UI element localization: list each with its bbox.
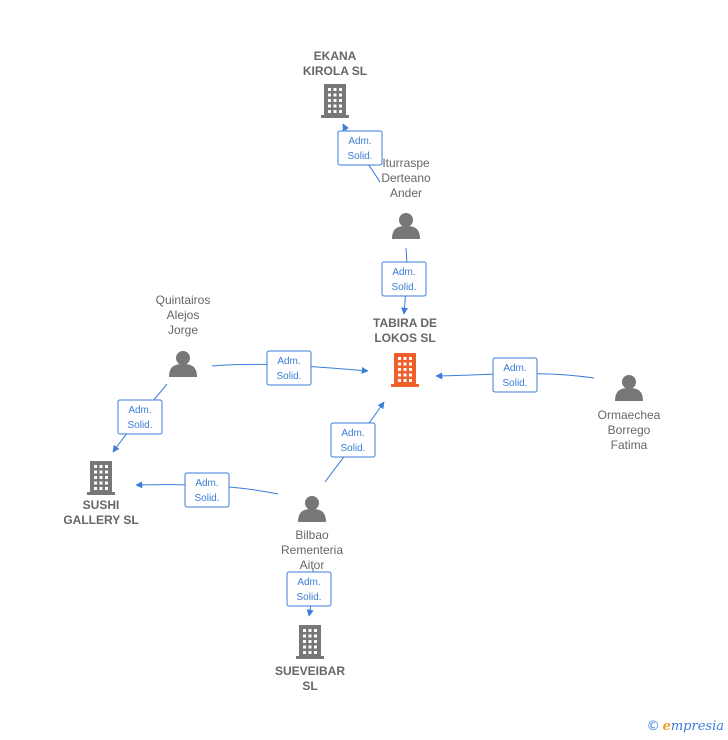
role-badge: Adm. Solid.: [337, 130, 383, 166]
role-badge-text: Adm.: [128, 405, 151, 416]
role-badge-text: Adm.: [392, 267, 415, 278]
node-label: Bilbao: [295, 528, 329, 542]
role-badge-text: Adm.: [503, 363, 526, 374]
node-label: EKANA: [314, 49, 357, 63]
role-badge-box: [337, 130, 383, 166]
role-badge: Adm. Solid.: [184, 472, 230, 508]
role-badge-text: Solid.: [347, 151, 372, 162]
node-label: Iturraspe: [382, 156, 430, 170]
role-badge-box: [117, 399, 163, 435]
node-label: Fatima: [611, 438, 648, 452]
role-badge-text: Solid.: [391, 282, 416, 293]
node-label: LOKOS SL: [374, 331, 435, 345]
role-badge-text: Solid.: [340, 443, 365, 454]
role-badge-box: [184, 472, 230, 508]
person-icon: [392, 213, 420, 239]
node-label: Derteano: [381, 171, 431, 185]
node-label: KIROLA SL: [303, 64, 367, 78]
role-badge-text: Adm.: [277, 356, 300, 367]
person-icon: [169, 351, 197, 377]
role-badge-text: Adm.: [341, 428, 364, 439]
role-badge: Adm. Solid.: [266, 350, 312, 386]
node-label: Quintairos: [156, 293, 211, 307]
node-label: SUEVEIBAR: [275, 664, 345, 678]
role-badge-text: Adm.: [297, 577, 320, 588]
node-label: SUSHI: [83, 498, 120, 512]
person-icon: [615, 375, 643, 401]
building-icon-focus: [391, 353, 419, 387]
role-badge: Adm. Solid.: [330, 422, 376, 458]
role-badge-text: Solid.: [276, 371, 301, 382]
node-label: SL: [302, 679, 317, 693]
building-icon: [87, 461, 115, 495]
role-badge-text: Adm.: [348, 136, 371, 147]
footer-brand: ©empresia: [647, 719, 724, 734]
brand-initial: e: [662, 719, 671, 734]
role-badge: Adm. Solid.: [492, 357, 538, 393]
node-label: Aitor: [300, 558, 325, 572]
building-icon: [321, 84, 349, 118]
node-label: Ander: [390, 186, 422, 200]
role-badge-box: [330, 422, 376, 458]
role-badge: Adm. Solid.: [381, 261, 427, 297]
role-badge: Adm. Solid.: [117, 399, 163, 435]
node-label: Alejos: [167, 308, 200, 322]
node-label: Ormaechea: [598, 408, 661, 422]
role-badge-text: Solid.: [194, 493, 219, 504]
copyright-icon: ©: [646, 719, 660, 734]
brand-name: mpresia: [670, 719, 724, 734]
badges-layer: Adm. Solid. Adm. Solid. Adm. Solid. Adm. Solid.…: [117, 130, 538, 607]
node-label: Borrego: [608, 423, 651, 437]
node-label: GALLERY SL: [63, 513, 138, 527]
role-badge-text: Solid.: [127, 420, 152, 431]
node-label: Rementeria: [281, 543, 343, 557]
role-badge: Adm. Solid.: [286, 571, 332, 607]
role-badge-text: Solid.: [502, 378, 527, 389]
node-label: TABIRA DE: [373, 316, 437, 330]
role-badge-box: [266, 350, 312, 386]
person-icon: [298, 496, 326, 522]
role-badge-text: Solid.: [296, 592, 321, 603]
role-badge-box: [286, 571, 332, 607]
node-label: Jorge: [168, 323, 198, 337]
role-badge-box: [492, 357, 538, 393]
role-badge-box: [381, 261, 427, 297]
building-icon: [296, 625, 324, 659]
role-badge-text: Adm.: [195, 478, 218, 489]
